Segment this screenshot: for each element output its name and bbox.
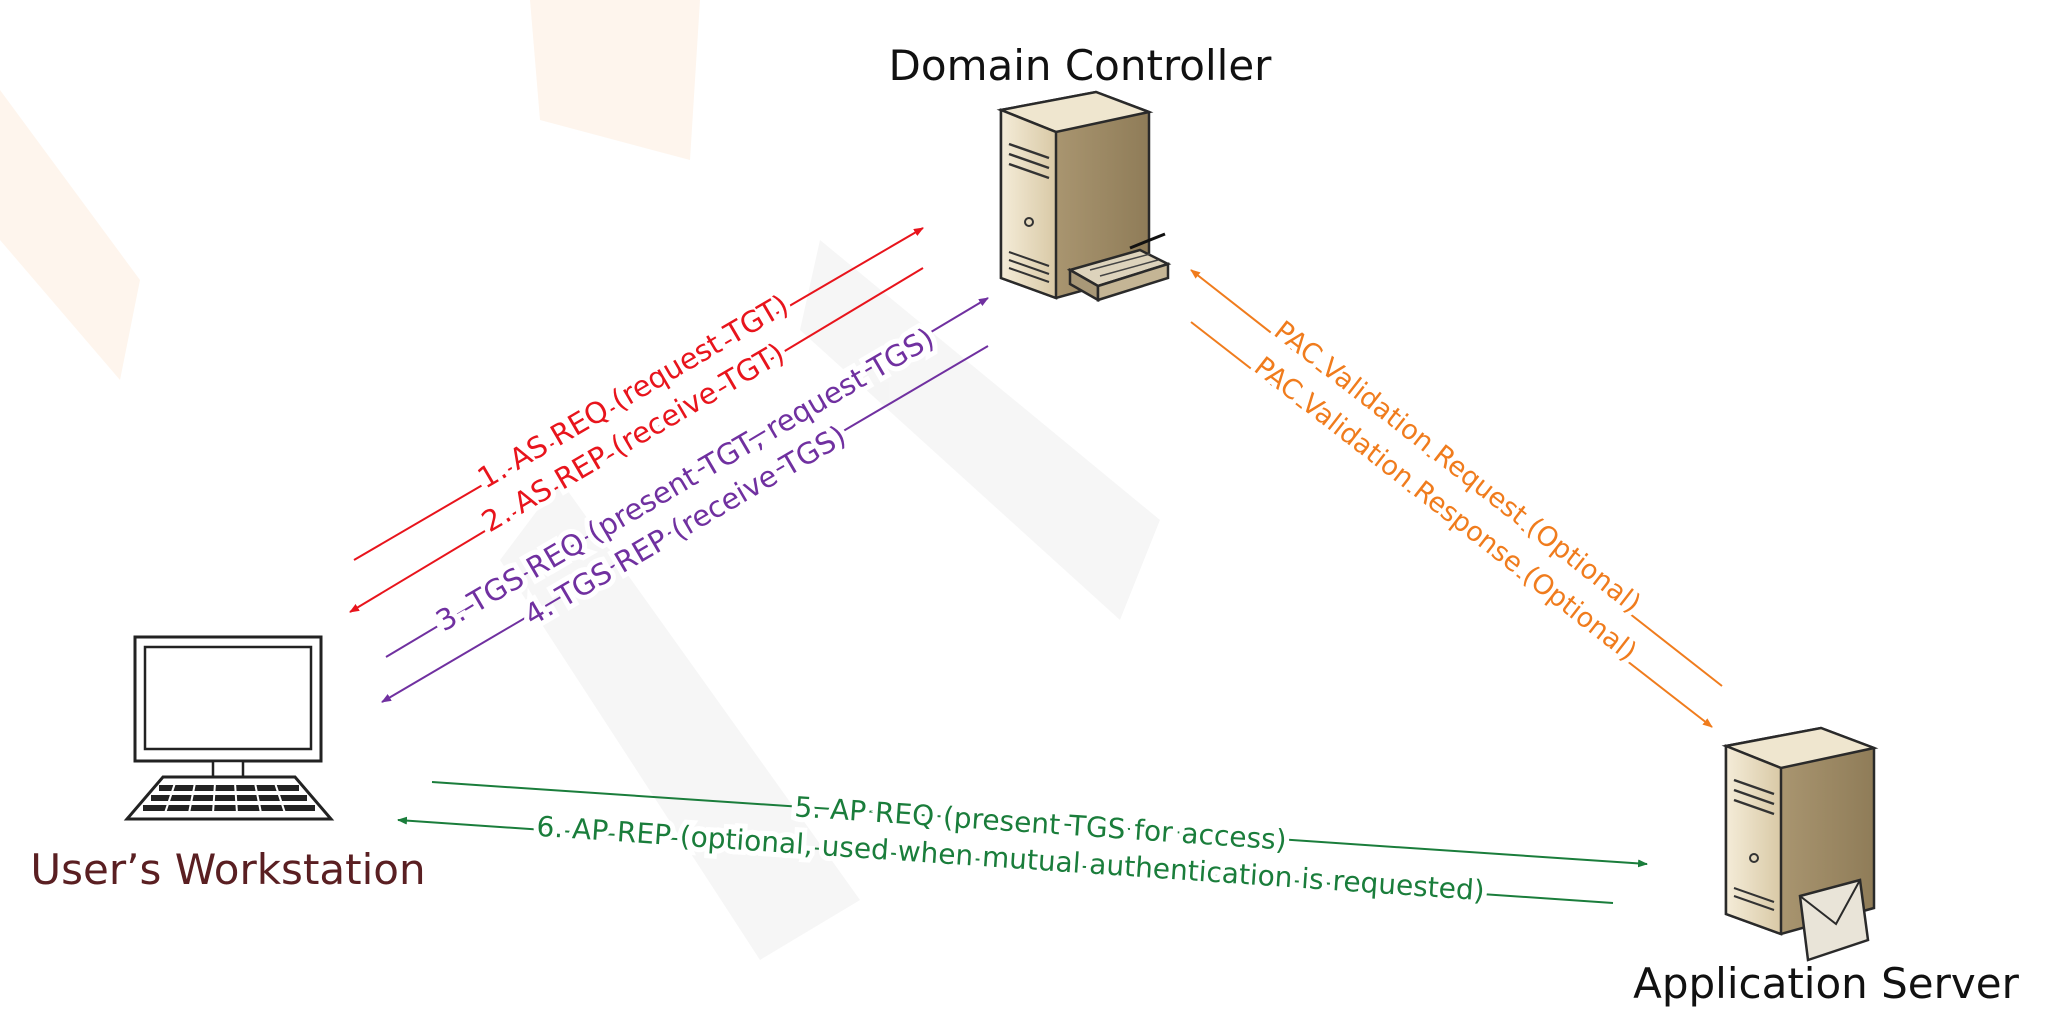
flow-pac-request: PAC Validation Request (Optional) bbox=[1190, 269, 1723, 687]
domain-controller-label: Domain Controller bbox=[889, 41, 1273, 90]
application-server-label: Application Server bbox=[1633, 959, 2019, 1008]
as-req-label: 1. AS REQ (request TGT) bbox=[472, 287, 795, 495]
workstation-label: User’s Workstation bbox=[30, 845, 425, 894]
domain-controller-server-icon bbox=[996, 90, 1154, 300]
workstation-node: User’s Workstation bbox=[30, 635, 426, 894]
watermark bbox=[0, 0, 700, 380]
pac-response-label: PAC Validation Response (Optional) bbox=[1248, 351, 1642, 667]
flow-pac-response: PAC Validation Response (Optional) bbox=[1190, 321, 1713, 728]
envelope-icon bbox=[1798, 878, 1870, 962]
domain-controller-node: Domain Controller bbox=[889, 41, 1273, 303]
application-server-icon bbox=[1721, 726, 1879, 936]
network-card-icon bbox=[1066, 232, 1172, 303]
pac-request-label: PAC Validation Request (Optional) bbox=[1268, 315, 1646, 619]
application-server-node: Application Server bbox=[1633, 726, 2020, 1008]
desktop-computer-icon bbox=[123, 635, 335, 821]
